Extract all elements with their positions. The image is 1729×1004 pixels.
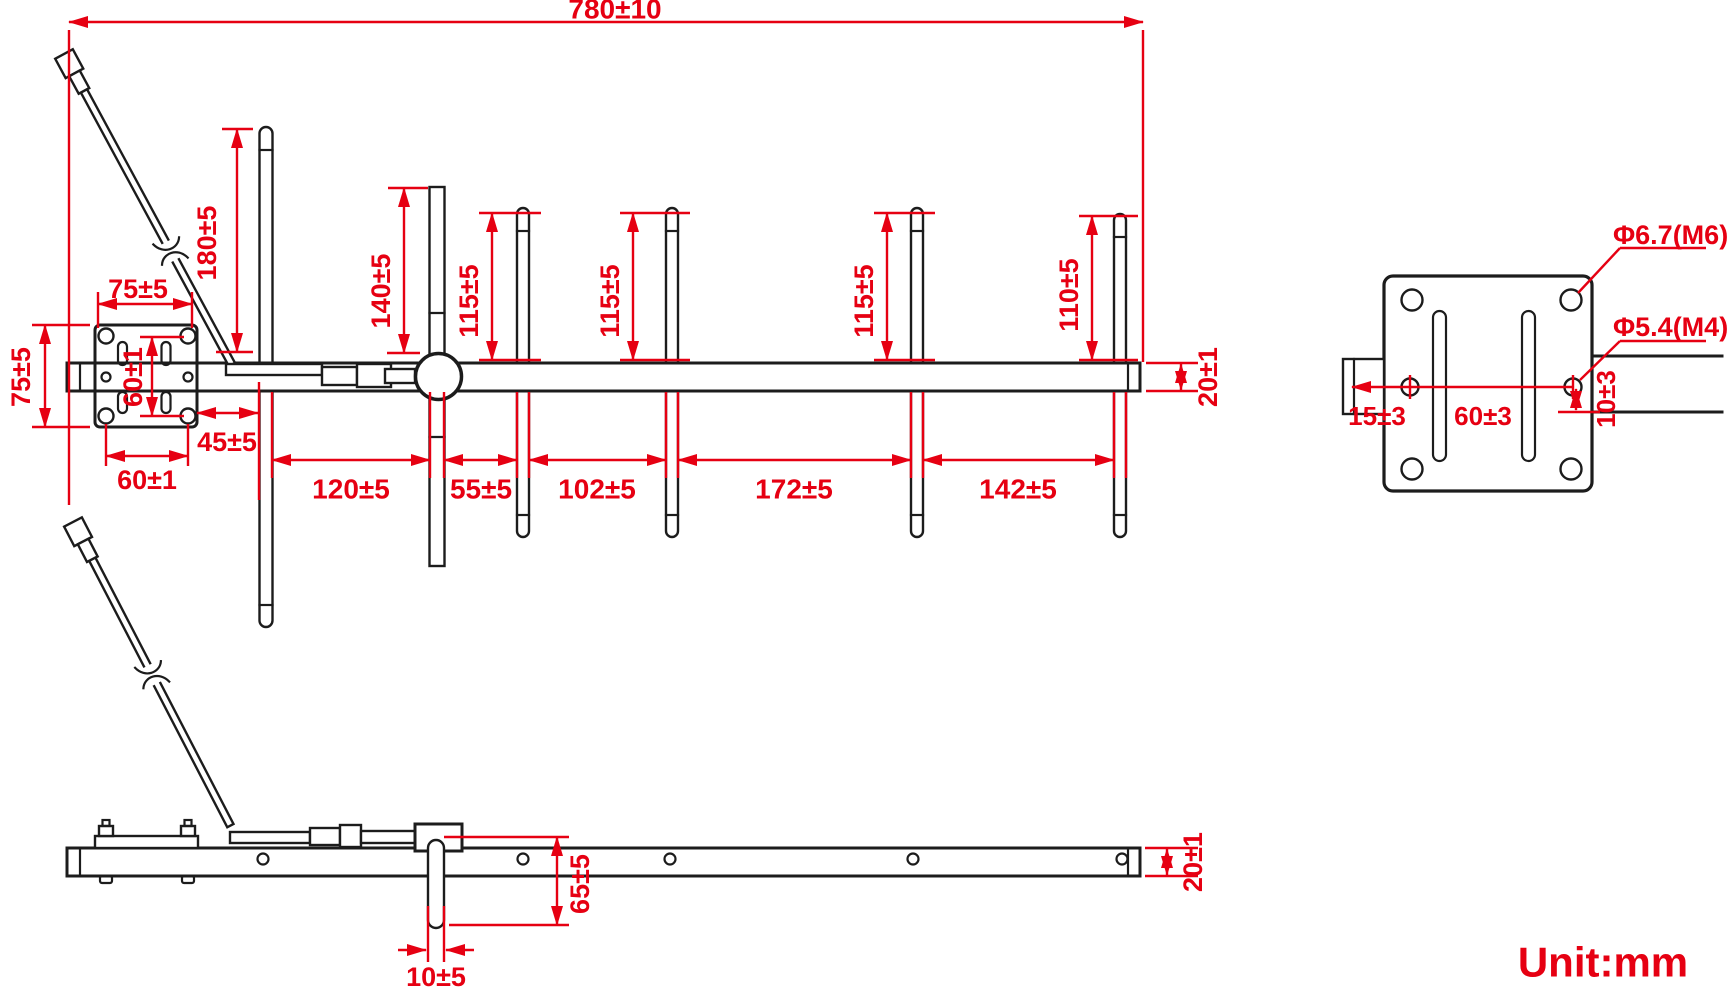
dim-label-hole-to-edge: 10±3 [1591,370,1621,428]
dim-label-director1-height: 115±5 [454,264,484,337]
dim-director2-height: 115±5 [595,211,690,362]
feed-line-side [228,830,312,845]
mount-plate-detail: 15±3 60±3 10±3 Φ6.7(M6) Φ5.4(M4) [1341,220,1728,493]
dim-spacing-3: 102±5 [528,454,667,505]
feed-line-top [224,362,324,377]
boom-side [65,846,1142,878]
screw-tab [180,874,196,885]
break-symbol-arc [160,251,190,266]
callout-corner-hole: Φ6.7(M6) [1577,220,1728,294]
callout-label-clamp-hole: Φ5.4(M4) [1613,312,1728,342]
dim-spacing-1: 120±5 [271,454,431,505]
dim-label-spacing-5: 142±5 [979,474,1057,505]
corner-hole [1400,288,1424,312]
screw [101,818,111,828]
dim-bracket-height: 75±5 [6,323,90,429]
dim-label-bracket-height: 75±5 [6,347,36,407]
dim-label-bracket-width: 75±5 [108,274,168,304]
dim-label-edge-to-hole: 15±3 [1348,401,1406,431]
dim-label-director4-height: 110±5 [1054,258,1084,331]
dim-label-boom-height-top: 20±1 [1193,347,1223,407]
dim-stub-length: 65±5 [444,835,595,927]
boom-hole [100,371,112,383]
screw [97,824,115,838]
dim-boom-height-top: 20±1 [1146,347,1223,407]
dim-label-driven-height: 140±5 [366,254,396,329]
dim-label-overall: 780±10 [568,0,661,25]
dim-reflector-height: 180±5 [192,127,253,354]
dim-spacing-5: 142±5 [922,454,1115,505]
dim-overall-length: 780±10 [67,0,1145,505]
feed-stub [426,838,446,930]
dim-label-director2-height: 115±5 [595,264,625,337]
screw [183,818,193,828]
dim-label-hole-spacing: 60±3 [1454,401,1512,431]
dim-label-hole-spacing-vertical: 60±1 [118,347,148,407]
break-symbol-arc [142,674,171,690]
dim-label-stub-width: 10±5 [406,962,466,992]
break-symbol-arc [133,659,163,675]
dim-label-spacing-1: 120±5 [312,474,390,505]
balun-hub [413,351,464,402]
dim-gap-to-reflector: 45±5 [196,407,259,457]
screw-tab [98,874,114,885]
dim-label-spacing-4: 172±5 [755,474,833,505]
dim-hole-spacing-horizontal: 60±1 [104,424,190,495]
dim-stub-width: 10±5 [398,906,474,992]
callout-clamp-hole: Φ5.4(M4) [1579,312,1728,381]
callout-label-corner-hole: Φ6.7(M6) [1613,220,1728,250]
dim-label-reflector-height: 180±5 [192,206,222,281]
corner-hole [1559,457,1583,481]
corner-hole [1559,288,1583,312]
boom-hole [663,852,677,866]
mount-bracket-top [93,323,199,429]
dim-director4-height: 110±5 [1054,214,1138,362]
feed-connector-3 [359,829,417,845]
dim-label-spacing-2: 55±5 [450,474,512,505]
boom-hole [182,371,194,383]
dim-hole-spacing-vertical: 60±1 [118,335,184,418]
dim-director1-height: 115±5 [454,211,541,362]
dim-label-hole-spacing-horizontal: 60±1 [117,465,177,495]
dim-label-stub-length: 65±5 [565,854,595,914]
dim-label-spacing-3: 102±5 [558,474,636,505]
dim-label-gap-to-reflector: 45±5 [197,427,257,457]
dim-bracket-width: 75±5 [96,274,194,328]
break-symbol-arc [151,236,181,251]
dim-hole-to-edge: 10±3 [1558,370,1621,428]
feed-connector-3 [383,367,417,385]
dim-spacing-4: 172±5 [677,454,912,505]
screw [179,824,197,838]
corner-hole [1400,457,1424,481]
mount-bracket-side [93,818,200,885]
top-view: 780±10 180±5 140±5 115±5 115±5 [6,0,1223,629]
feed-connector-1 [320,365,359,387]
side-view: 65±5 10±5 20±1 [62,515,1208,992]
bracket-hole [97,327,115,345]
boom-hole [906,852,920,866]
dim-driven-height: 140±5 [366,186,428,355]
dim-label-boom-height-side: 20±1 [1178,832,1208,892]
whip-antenna-top [53,47,417,389]
dim-director3-height: 115±5 [849,211,935,362]
boom-hole [256,852,270,866]
dim-boom-height-side: 20±1 [1145,832,1208,892]
boom-hole [1115,852,1129,866]
boom-hole [516,852,530,866]
feed-connector-1 [308,826,342,847]
dim-label-director3-height: 115±5 [849,264,879,337]
whip-antenna-side [62,515,464,930]
bracket-hole [97,407,115,425]
unit-note: Unit:mm [1518,939,1688,986]
dim-plate-hole-spacing: 15±3 60±3 [1348,375,1575,431]
feed-connector-2 [338,823,363,849]
dim-spacing-2: 55±5 [443,454,518,505]
